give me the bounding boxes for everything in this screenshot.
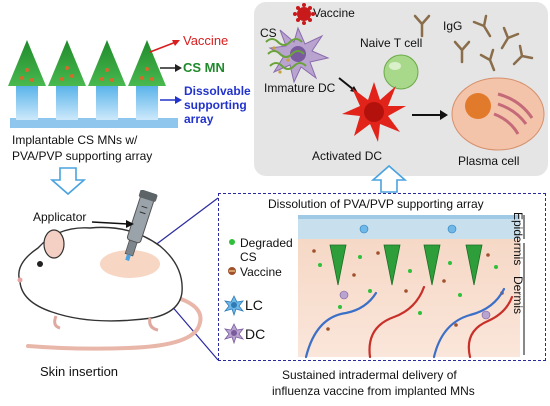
mouse-illustration bbox=[17, 190, 203, 351]
legend-lc-icon bbox=[223, 295, 245, 317]
skin-lc-cells bbox=[359, 224, 457, 234]
mn-vaccine-label: Vaccine bbox=[183, 33, 229, 48]
activated-dc-label: Activated DC bbox=[312, 149, 383, 163]
needle-vaccine-dots bbox=[20, 66, 154, 82]
activated-dc-cell bbox=[342, 82, 406, 142]
igg-label: IgG bbox=[443, 19, 463, 33]
skin-dc-cells bbox=[339, 290, 491, 320]
mn-caption-line-1: Implantable CS MNs w/ bbox=[12, 133, 138, 147]
dermis-label: Dermis bbox=[511, 276, 525, 314]
legend-dc-icon bbox=[223, 323, 245, 345]
igg-antibodies bbox=[413, 14, 534, 72]
applicator-label: Applicator bbox=[33, 210, 87, 224]
epidermis-label: Epidermis bbox=[511, 212, 525, 266]
mn-support-label-3: array bbox=[184, 112, 214, 126]
naive-t-cell bbox=[383, 54, 419, 90]
legend-vaccine-icon bbox=[228, 267, 236, 275]
hollow-up-arrow bbox=[370, 164, 408, 193]
immune-panel-graphics bbox=[265, 3, 545, 151]
hollow-down-arrow bbox=[49, 167, 87, 196]
skin-insertion-label: Skin insertion bbox=[40, 364, 119, 379]
mouse-body bbox=[18, 226, 183, 322]
support-pillars bbox=[16, 86, 158, 120]
degraded-cs-dots bbox=[318, 255, 498, 315]
cs-needles bbox=[8, 40, 166, 86]
skin-panel-border bbox=[218, 193, 546, 361]
dermis-layer bbox=[298, 239, 520, 357]
plasma-cell bbox=[451, 77, 545, 151]
mn-support-label-2: supporting bbox=[184, 98, 247, 112]
mn-caption-line-2: PVA/PVP supporting array bbox=[12, 149, 153, 163]
legend-vaccine-label: Vaccine bbox=[240, 265, 282, 279]
naive-t-cell-label: Naive T cell bbox=[360, 36, 423, 50]
mouse-eye bbox=[37, 261, 43, 267]
legend-lc-label: LC bbox=[245, 297, 263, 313]
skin-cross-section bbox=[223, 215, 525, 359]
mn-support-label-1: Dissolvable bbox=[184, 84, 251, 98]
applicator-device bbox=[124, 190, 158, 261]
footer-caption-line-1: Sustained intradermal delivery of bbox=[282, 368, 457, 382]
legend-degraded-cs-label-1: Degraded bbox=[240, 236, 293, 250]
skin-panel-title: Dissolution of PVA/PVP supporting array bbox=[268, 197, 484, 211]
implanted-microneedles bbox=[329, 244, 483, 286]
plasma-cell-label: Plasma cell bbox=[458, 154, 520, 168]
immature-dc-cell bbox=[268, 26, 330, 84]
cs-chain-icon bbox=[265, 38, 307, 70]
shaved-skin-patch bbox=[100, 250, 160, 278]
legend-degraded-cs-label-2: CS bbox=[240, 250, 257, 264]
legend-dc-label: DC bbox=[245, 326, 266, 342]
mouse-ear bbox=[43, 229, 65, 259]
microneedle-array-graphic bbox=[8, 40, 182, 128]
mn-cs-mn-label: CS MN bbox=[183, 60, 225, 75]
mouse-tail bbox=[26, 296, 203, 351]
immune-cs-label: CS bbox=[260, 26, 277, 40]
support-base bbox=[10, 118, 178, 128]
immune-vaccine-label: Vaccine bbox=[313, 6, 355, 20]
blood-vessels bbox=[304, 285, 514, 359]
immature-dc-label: Immature DC bbox=[264, 81, 336, 95]
legend-degraded-cs-dot bbox=[229, 239, 235, 245]
vaccine-virus-icon bbox=[293, 3, 315, 25]
footer-caption-line-2: influenza vaccine from implanted MNs bbox=[272, 384, 475, 398]
